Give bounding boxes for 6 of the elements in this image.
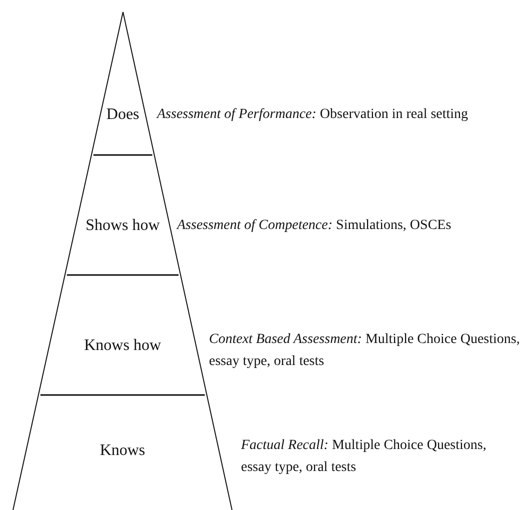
level-description: Assessment of Competence: Simulations, OSCEs	[177, 217, 452, 235]
level-description: Assessment of Performance: Observation in real setting	[157, 106, 470, 124]
level-description: Factual Recall: Multiple Choice Questions, essay type, oral tests	[241, 437, 488, 477]
level-label: Knows	[14, 397, 231, 505]
level-description: Context Based Assessment: Multiple Choice Questions, essay type, oral tests	[209, 331, 521, 371]
level-label: Does	[91, 75, 154, 155]
